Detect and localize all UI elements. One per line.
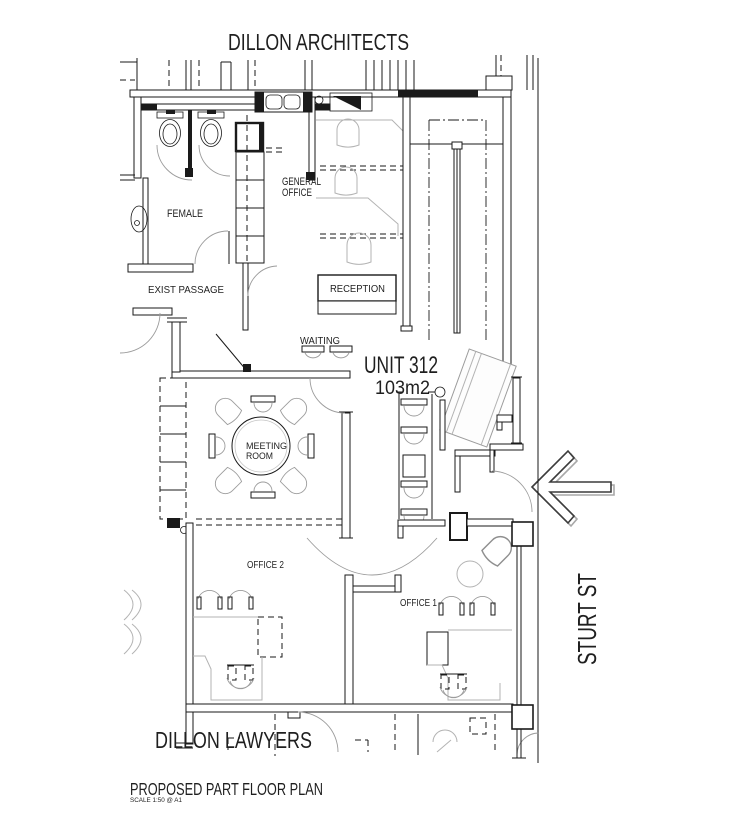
room-label-waiting: WAITING: [300, 336, 340, 347]
plan-title: PROPOSED PART FLOOR PLAN: [130, 779, 323, 799]
meeting-chair: [214, 466, 243, 495]
entrance: [439, 376, 533, 513]
entry-arrow: [530, 449, 615, 528]
room-label-general-office: GENERAL: [282, 176, 321, 188]
general-office-workstations: [316, 118, 411, 265]
room-label-reception: RECEPTION: [330, 283, 385, 295]
desk-chair: [226, 664, 255, 690]
existing-walls-above: [120, 55, 534, 91]
meeting-chair: [297, 433, 315, 459]
reception-counter: [317, 274, 397, 315]
entry-ramp: [439, 348, 517, 448]
scale-note: SCALE 1:50 @ A1: [130, 798, 183, 804]
adjacent-tenancy-fragments: [227, 714, 496, 756]
street-label: STURT ST: [572, 573, 602, 665]
corridor-partitions: [396, 391, 435, 519]
break-marks: [123, 589, 142, 655]
room-label-office1: OFFICE 1: [400, 598, 437, 609]
female-toilets: [130, 96, 331, 233]
stairwell: [400, 96, 512, 369]
meeting-room: [159, 317, 353, 539]
meeting-chair: [279, 466, 308, 495]
tenant-label: DILLON LAWYERS: [155, 727, 312, 753]
office2: [185, 522, 283, 707]
meeting-chair: [250, 481, 276, 499]
unit-area: 103m2: [375, 378, 430, 399]
waiting-chairs-column: [400, 398, 428, 527]
guest-chair: [438, 596, 465, 616]
room-label-general-office2: OFFICE: [282, 187, 312, 199]
meeting-chair: [208, 433, 226, 459]
walls: [120, 89, 512, 316]
room-label-exist-passage: EXIST PASSAGE: [148, 284, 224, 296]
meeting-chair: [279, 397, 308, 426]
kitchenette: [234, 91, 373, 331]
unit-number: UNIT 312: [364, 352, 438, 379]
guest-chair: [469, 596, 496, 616]
room-label-office2: OFFICE 2: [247, 560, 284, 571]
guest-chair: [227, 590, 254, 610]
waiting-chairs: [301, 345, 353, 359]
wc-pan: [197, 110, 225, 147]
meeting-chair: [250, 395, 276, 413]
window-wall: [511, 521, 534, 759]
page-title: DILLON ARCHITECTS: [228, 29, 409, 55]
room-label-meeting2: ROOM: [246, 451, 273, 462]
office1: [344, 535, 513, 706]
desk-chair: [439, 673, 468, 699]
guest-chair: [196, 590, 223, 610]
room-label-meeting: MEETING: [246, 441, 287, 452]
room-label-female: FEMALE: [167, 208, 203, 220]
meeting-chair: [214, 397, 243, 426]
wc-pan: [156, 110, 184, 147]
corridor-wall: [196, 512, 514, 576]
